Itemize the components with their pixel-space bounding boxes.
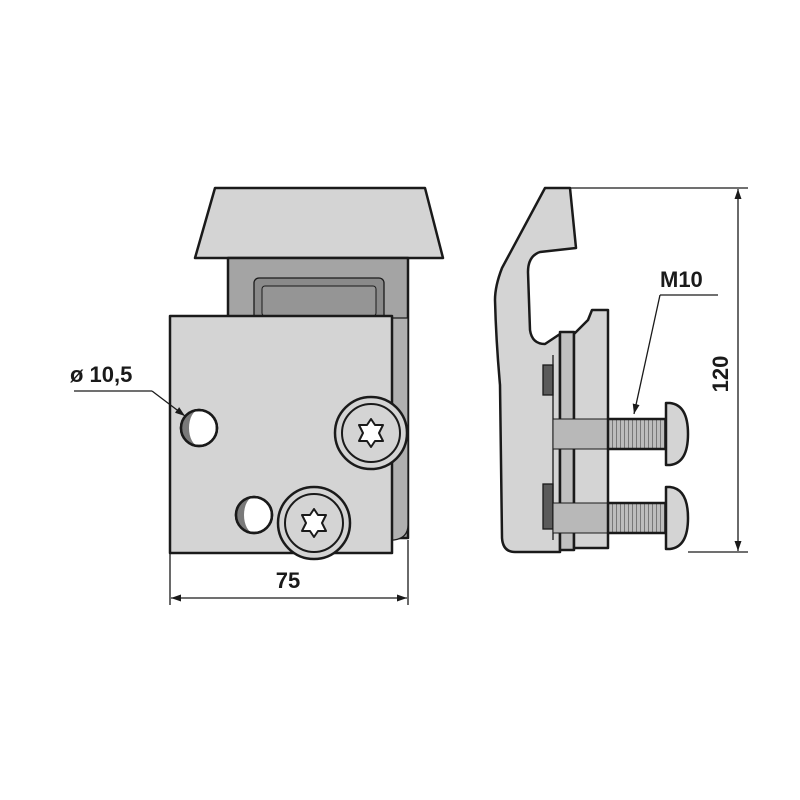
height-label: 120 [708,356,733,393]
hole-diameter-label: ø 10,5 [70,362,132,387]
upper-hole [179,408,219,448]
width-dimension: 75 [169,540,409,605]
thread-callout: M10 [632,267,718,415]
front-view: 75 ø 10,5 [70,186,445,605]
lower-torx-screw [276,485,352,561]
side-view: M10 120 [493,186,748,554]
lower-bolt [552,485,690,551]
hole-diameter-callout: ø 10,5 [70,362,186,417]
spacer-top [542,364,554,396]
lower-hole [234,495,274,535]
thread-label: M10 [660,267,703,292]
torx-icon [358,418,384,448]
torx-icon [301,508,327,538]
upper-torx-screw [333,395,409,471]
height-dimension: 120 [570,187,748,553]
spacer-bottom [542,483,554,530]
hook-body [493,186,578,554]
upper-bolt [552,401,690,467]
width-label: 75 [276,568,300,593]
top-cap [193,186,445,260]
